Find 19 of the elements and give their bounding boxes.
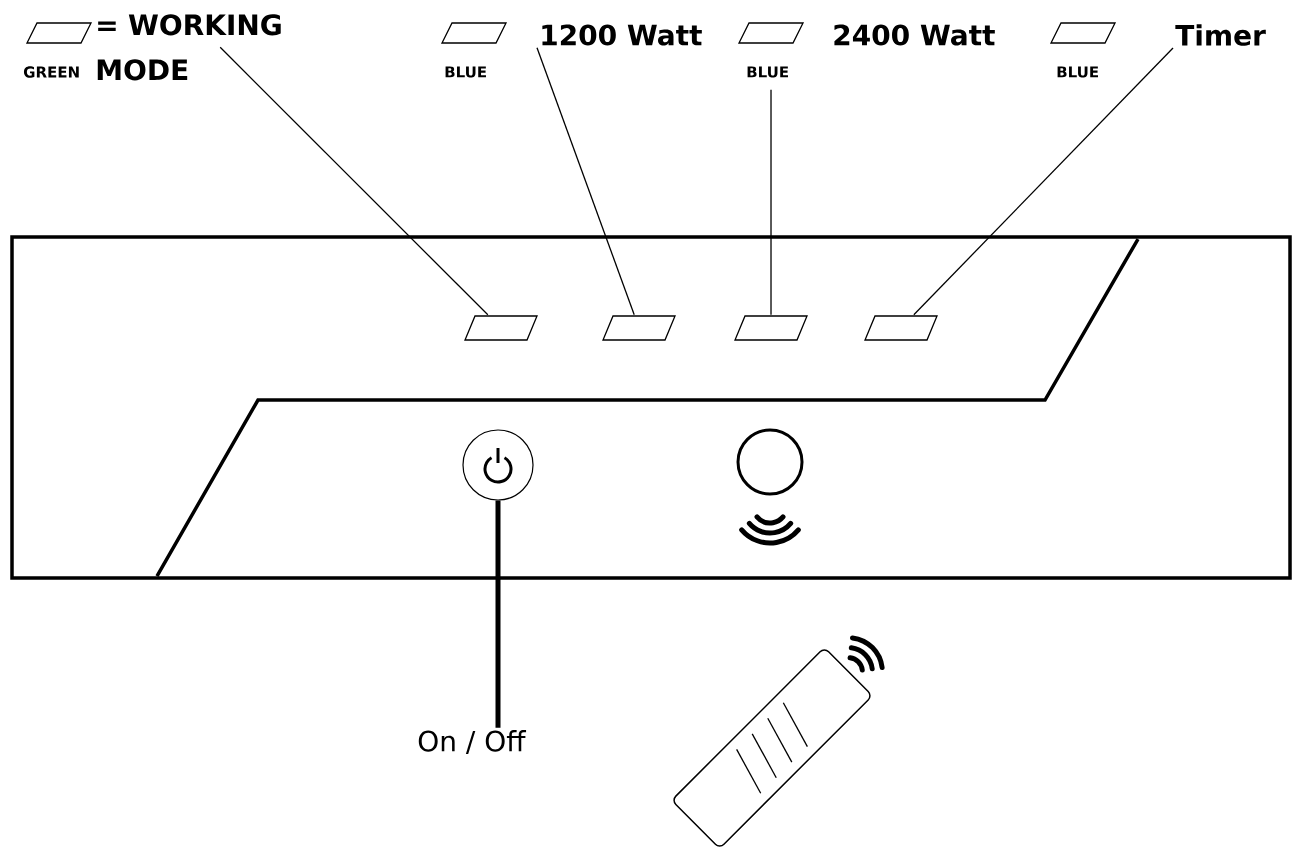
label-text: On / Off xyxy=(418,730,527,754)
indicator-light xyxy=(602,315,676,341)
indicator-light xyxy=(464,315,538,341)
indicator-light xyxy=(734,315,808,341)
color-label: BLUE xyxy=(747,66,788,78)
color-label: GREEN xyxy=(23,66,79,78)
power-button xyxy=(462,429,534,501)
leader-line xyxy=(495,500,501,728)
leader-line xyxy=(219,46,489,316)
leader-line xyxy=(536,47,635,316)
color-label: BLUE xyxy=(445,66,486,78)
leader-line xyxy=(770,89,772,316)
label-text: 1200 Watt xyxy=(542,24,702,46)
label-text: 2400 Watt xyxy=(834,24,995,46)
label-text: Timer xyxy=(1175,24,1266,46)
leader-line xyxy=(913,47,1174,316)
color-label: BLUE xyxy=(1057,66,1098,78)
indicator-light xyxy=(864,315,938,341)
label-text: = WORKING MODE xyxy=(97,14,281,81)
